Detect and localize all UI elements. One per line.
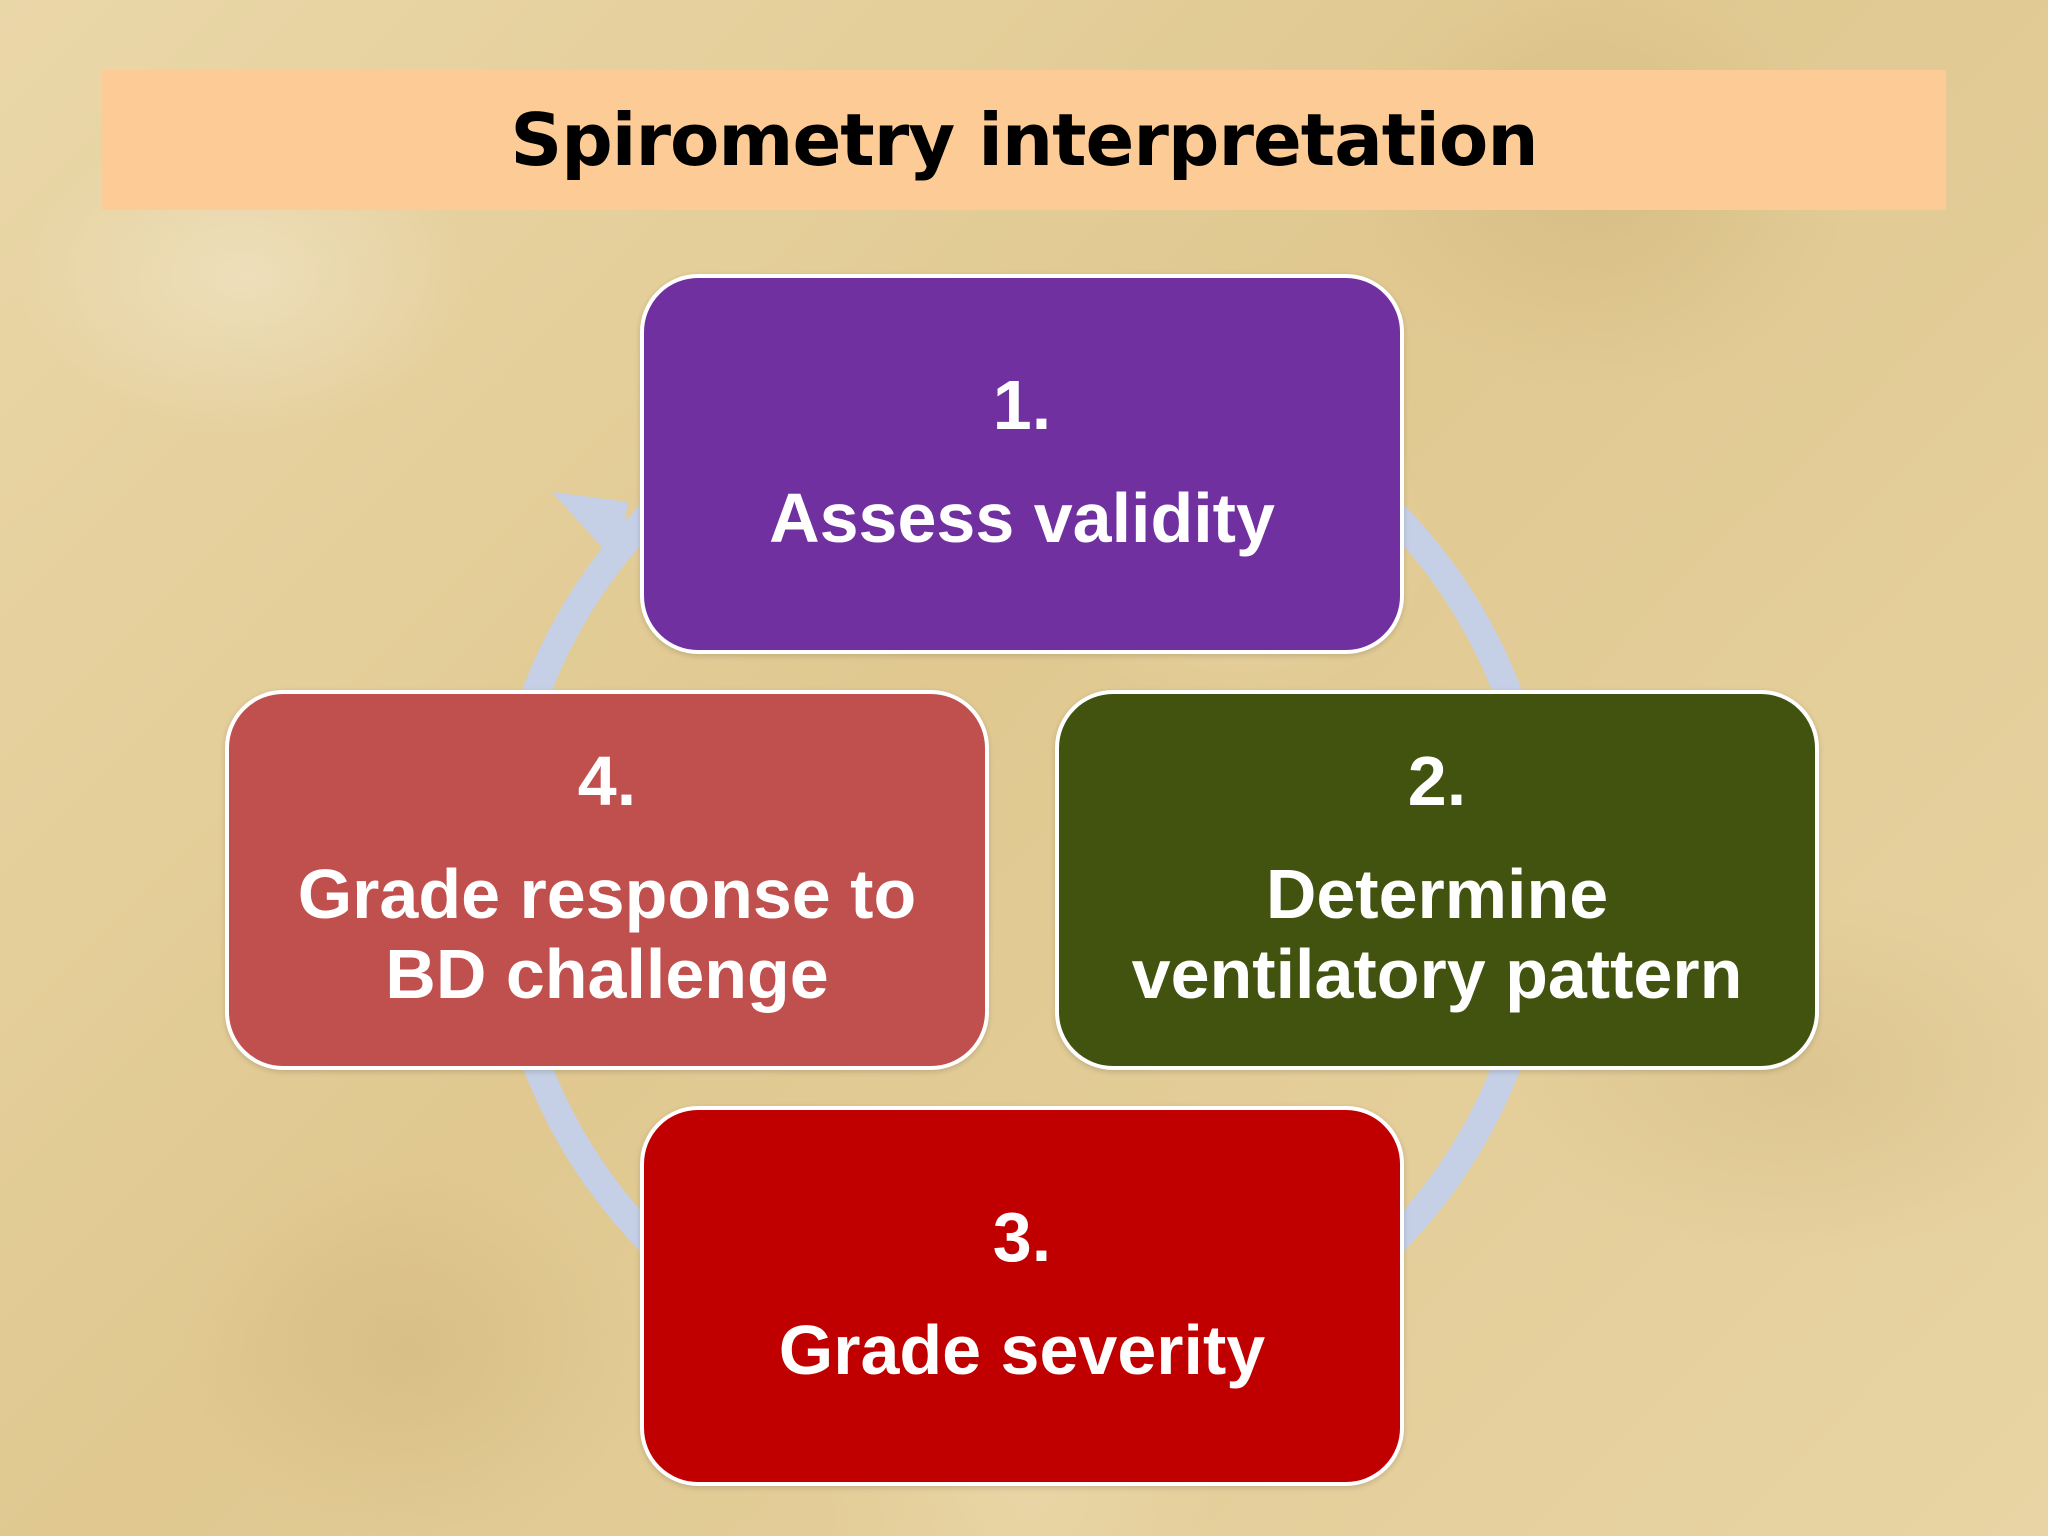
title-bar: Spirometry interpretation (102, 70, 1946, 210)
step-1-label: Assess validity (769, 479, 1275, 557)
step-2-number: 2. (1407, 742, 1467, 820)
step-1-number: 1. (992, 366, 1052, 444)
step-2-label: Determine ventilatory pattern (1131, 855, 1743, 1013)
step-3-label: Grade severity (778, 1311, 1266, 1389)
step-2-box: 2. Determine ventilatory pattern (1055, 690, 1819, 1070)
step-1-box: 1. Assess validity (640, 274, 1404, 654)
step-3-box: 3. Grade severity (640, 1106, 1404, 1486)
page-title: Spirometry interpretation (510, 98, 1538, 182)
step-4-label: Grade response to BD challenge (297, 855, 917, 1013)
step-3-number: 3. (992, 1198, 1052, 1276)
step-4-number: 4. (577, 742, 637, 820)
step-4-box: 4. Grade response to BD challenge (225, 690, 989, 1070)
cycle-arrowhead (552, 492, 628, 565)
